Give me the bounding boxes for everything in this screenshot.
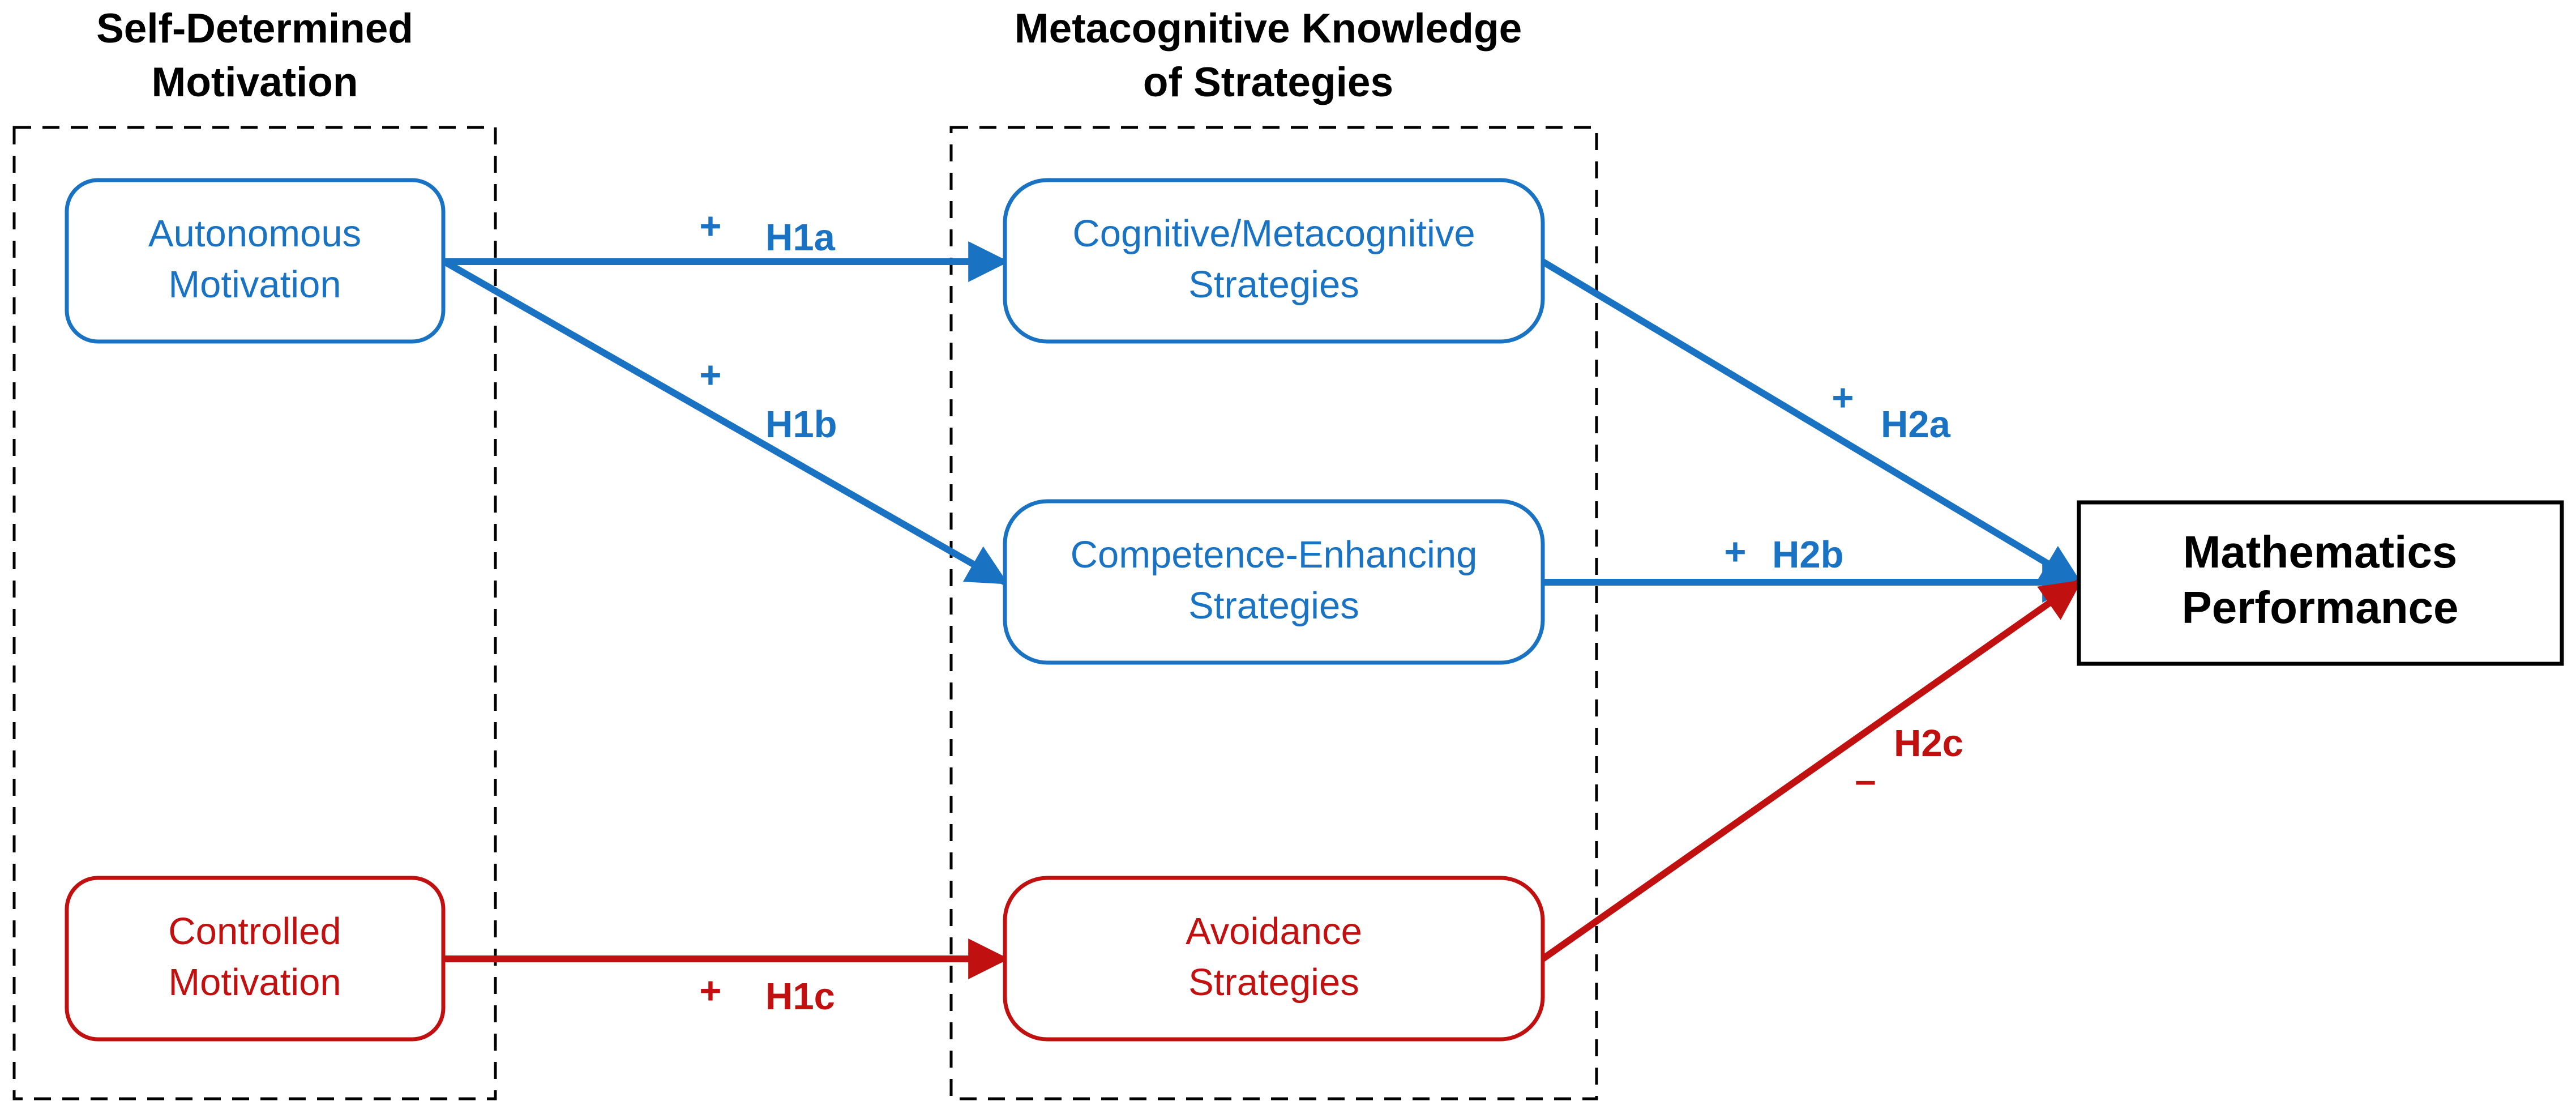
strategies-group-title-line1: Metacognitive Knowledge xyxy=(1015,6,1522,52)
avoidance-line1: Avoidance xyxy=(1186,910,1362,953)
arrow-h2a xyxy=(1541,258,2083,586)
node-competence-enhancing-strategies: Competence-Enhancing Strategies xyxy=(1003,499,1545,665)
performance-line2: Performance xyxy=(2181,582,2458,633)
competence-line2: Strategies xyxy=(1188,585,1359,627)
h1b-label: H1b xyxy=(765,403,837,446)
node-avoidance-strategies: Avoidance Strategies xyxy=(1003,876,1545,1042)
strategies-group-box xyxy=(949,126,1598,1100)
node-mathematics-performance: Mathematics Performance xyxy=(2077,500,2564,666)
arrow-h1b xyxy=(443,258,1009,586)
arrow-h2c xyxy=(1541,579,2082,962)
node-autonomous-motivation: Autonomous Motivation xyxy=(65,178,446,344)
h1a-sign: + xyxy=(699,205,721,248)
h1c-sign: + xyxy=(699,970,721,1012)
motivation-group-title-line2: Motivation xyxy=(152,59,358,105)
cognitive-line1: Cognitive/Metacognitive xyxy=(1072,212,1475,255)
h2a-sign: + xyxy=(1832,377,1854,419)
h2c-label: H2c xyxy=(1894,722,1963,765)
cognitive-line2: Strategies xyxy=(1188,263,1359,306)
h2b-sign: + xyxy=(1724,531,1746,573)
controlled-line1: Controlled xyxy=(168,910,341,953)
h2c-sign: – xyxy=(1855,759,1876,801)
h1b-sign: + xyxy=(699,354,721,396)
performance-line1: Mathematics xyxy=(2183,527,2458,577)
autonomous-line2: Motivation xyxy=(168,263,341,306)
h2b-label: H2b xyxy=(1772,534,1844,576)
node-controlled-motivation: Controlled Motivation xyxy=(65,876,446,1042)
strategies-group-title-line2: of Strategies xyxy=(1143,59,1393,105)
competence-line1: Competence-Enhancing xyxy=(1071,534,1478,576)
controlled-line2: Motivation xyxy=(168,961,341,1004)
h1c-label: H1c xyxy=(765,975,835,1018)
motivation-group-title-line1: Self-Determined xyxy=(96,6,413,52)
h1a-label: H1a xyxy=(765,216,836,259)
node-cognitive-metacognitive-strategies: Cognitive/Metacognitive Strategies xyxy=(1003,178,1545,344)
autonomous-line1: Autonomous xyxy=(148,212,361,255)
motivation-group-box xyxy=(12,126,497,1100)
avoidance-line2: Strategies xyxy=(1188,961,1359,1004)
h2a-label: H2a xyxy=(1881,403,1951,446)
